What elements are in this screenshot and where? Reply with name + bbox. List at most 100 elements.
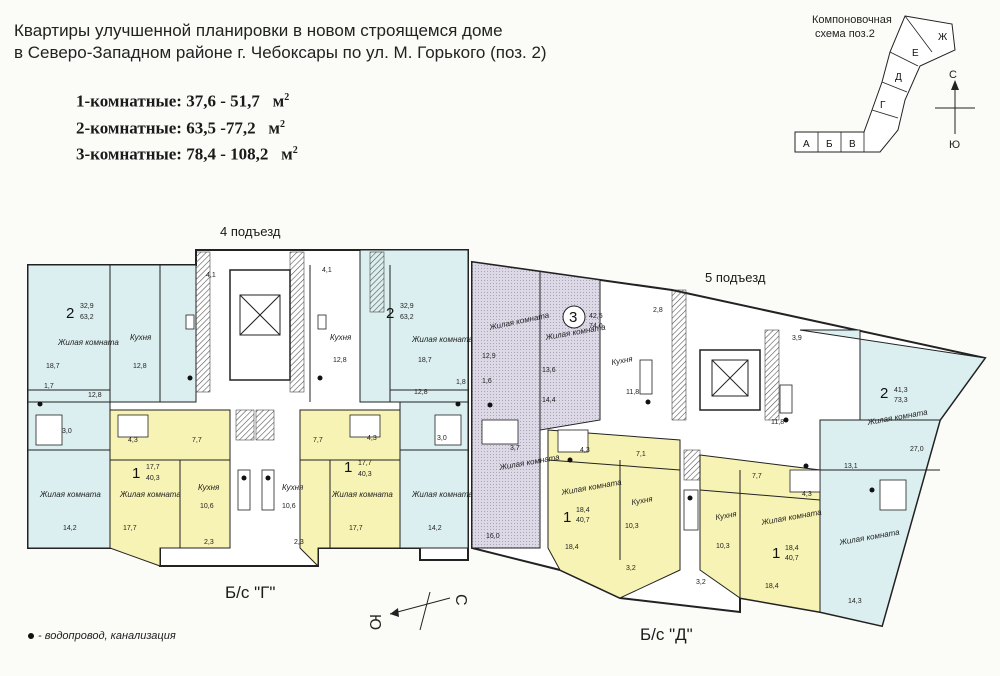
schema-section-v: В [849, 139, 856, 150]
apartment-label: 3 42,5 74,0 [562, 305, 603, 330]
room-area: 14,2 [428, 525, 442, 532]
room-area: 4,1 [206, 272, 216, 279]
apartment-types-list: 1-комнатные: 37,6 - 51,7 м2 2-комнатные:… [76, 86, 298, 166]
apartment-living-area: 32,9 [80, 303, 94, 310]
room-area: 10,6 [200, 503, 214, 510]
room-area: 12,8 [88, 392, 102, 399]
section-5 [471, 260, 987, 628]
apartment-rooms: 2 [66, 305, 74, 322]
apartment-rooms: 1 [772, 545, 780, 562]
type-label: 2-комнатные: [76, 118, 182, 138]
room-area: 16,0 [486, 533, 500, 540]
room-area: 3,9 [792, 335, 802, 342]
room-area: 17,7 [123, 525, 137, 532]
unit-sup: 2 [292, 145, 298, 157]
room-area: 14,2 [63, 525, 77, 532]
block-g-label: Б/с "Г" [225, 583, 276, 602]
type-range: 78,4 - 108,2 [186, 144, 269, 164]
room-area: 2,3 [294, 539, 304, 546]
apartment-label: 1 18,4 40,7 [772, 545, 799, 562]
type-unit: м [281, 144, 293, 164]
room-name: Кухня [631, 494, 654, 507]
compass-north: С [452, 594, 469, 606]
layout-schema: Компоновочная схема поз.2 А Б В Г Д Е Ж … [794, 14, 975, 153]
apartment-rooms: 1 [132, 465, 140, 482]
apartment-living-area: 41,3 [894, 387, 908, 394]
room-area: 3,7 [510, 445, 520, 452]
type-range: 37,6 - 51,7 [186, 91, 260, 111]
apartment-total-area: 63,2 [400, 314, 414, 321]
room-area: 3,2 [626, 565, 636, 572]
apartment-label: 2 32,9 63,2 [386, 303, 414, 322]
room-areas: 4,1 4,1 18,7 12,8 12,8 18,7 12,8 12,8 1,… [44, 267, 924, 605]
plan-title: Квартиры улучшенной планировки в новом с… [14, 20, 547, 64]
room-name: Кухня [282, 483, 304, 492]
room-area: 13,6 [542, 367, 556, 374]
room-area: 12,8 [414, 389, 428, 396]
room-area: 14,4 [542, 397, 556, 404]
entrance-4-label: 4 подъезд [220, 224, 281, 239]
schema-south: Ю [949, 139, 960, 151]
room-area: 11,8 [771, 419, 784, 426]
compass-south: Ю [366, 614, 383, 630]
room-name: Жилая комната [411, 335, 473, 344]
apartment-total-area: 40,3 [146, 475, 160, 482]
entrance-5-label: 5 подъезд [705, 270, 766, 285]
apartment-total-area: 40,7 [576, 517, 590, 524]
room-name: Кухня [715, 509, 738, 522]
room-name: Жилая комната [411, 490, 473, 499]
schema-section-zh: Ж [938, 32, 948, 43]
room-area: 10,6 [282, 503, 296, 510]
schema-section-b: Б [826, 139, 833, 150]
room-area: 1,6 [482, 378, 492, 385]
room-area: 4,3 [580, 447, 590, 454]
compass: С Ю [366, 591, 469, 631]
schema-section-a: А [803, 139, 810, 150]
compass-arrow-icon [390, 608, 399, 617]
room-area: 14,3 [848, 598, 862, 605]
schema-title-1: Компоновочная [812, 14, 892, 26]
apartment-label: 2 41,3 73,3 [880, 385, 908, 404]
apartment-total-area: 73,3 [894, 397, 908, 404]
north-arrow-icon [951, 80, 959, 90]
compass-cross [419, 591, 431, 631]
room-name: Кухня [198, 483, 220, 492]
legend: - водопровод, канализация [28, 630, 176, 642]
room-area: 10,3 [716, 543, 730, 550]
apartment-label: 1 18,4 40,7 [563, 507, 590, 526]
unit-sup: 2 [284, 92, 290, 103]
room-area: 2,8 [653, 307, 663, 314]
apartment-living-area: 17,7 [358, 460, 372, 467]
room-name: Кухня [130, 333, 152, 342]
room-area: 18,4 [565, 544, 579, 551]
room-area: 11,8 [626, 389, 639, 396]
room-area: 7,1 [636, 451, 646, 458]
apartment-rooms: 2 [880, 385, 888, 402]
room-area: 3,2 [696, 579, 706, 586]
apartment-labels: 2 32,9 63,2 2 32,9 63,2 1 17,7 40,3 1 17… [66, 303, 908, 562]
room-area: 18,4 [765, 583, 779, 590]
apartment-total-area: 40,3 [358, 471, 372, 478]
room-name: Кухня [611, 354, 634, 367]
apartment-rooms: 1 [344, 459, 352, 476]
room-area: 1,8 [456, 379, 466, 386]
room-name: Кухня [330, 333, 352, 342]
room-name: Жилая комната [331, 490, 393, 499]
block-d-label: Б/с "Д" [640, 625, 693, 644]
apartment-rooms: 1 [563, 509, 571, 526]
room-name: Жилая комната [39, 490, 101, 499]
apartment-living-area: 18,4 [785, 545, 799, 552]
type-label: 1-комнатные: [76, 91, 182, 111]
schema-title-2: схема поз.2 [815, 28, 875, 40]
title-line-2: в Северо-Западном районе г. Чебоксары по… [14, 43, 547, 62]
apartment-living-area: 18,4 [576, 507, 590, 514]
apartment-total-area: 74,0 [589, 323, 603, 330]
room-area: 4,1 [322, 267, 332, 274]
schema-north: С [949, 69, 957, 81]
apartment-total-area: 40,7 [785, 555, 799, 562]
apartment-total-area: 63,2 [80, 314, 94, 321]
room-area: 4,3 [367, 435, 377, 442]
room-name: Жилая комната [57, 338, 119, 347]
unit-sup: 2 [279, 118, 285, 130]
